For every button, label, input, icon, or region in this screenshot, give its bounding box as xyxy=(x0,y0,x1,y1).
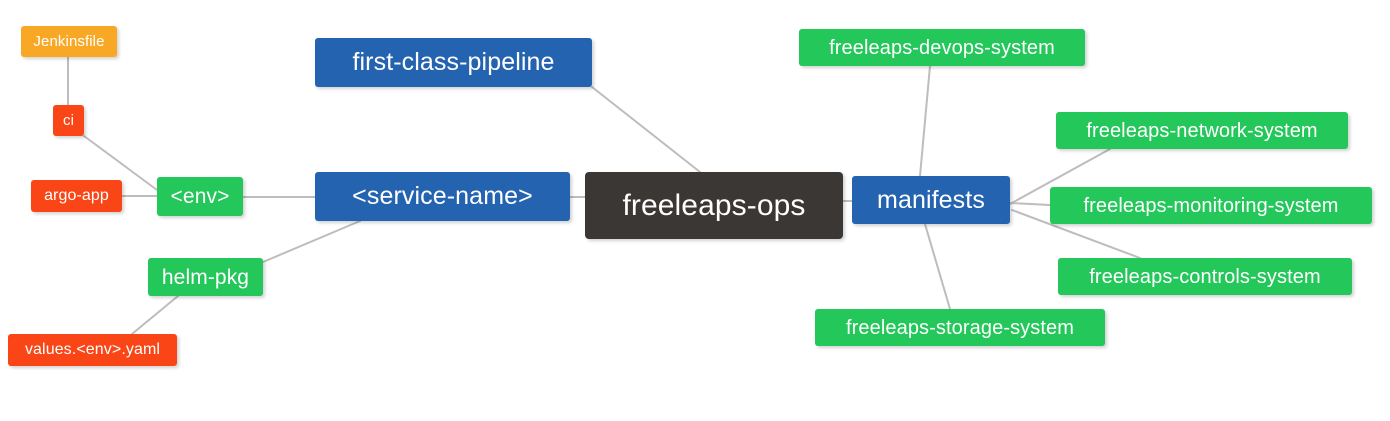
node-env[interactable]: <env> xyxy=(157,177,243,216)
edge-manifests-to-freeleaps-devops-system xyxy=(919,65,931,177)
node-freeleaps-devops-system[interactable]: freeleaps-devops-system xyxy=(799,29,1085,66)
node-freeleaps-monitoring-system[interactable]: freeleaps-monitoring-system xyxy=(1050,187,1372,224)
node-freeleaps-storage-system[interactable]: freeleaps-storage-system xyxy=(815,309,1105,346)
node-service-name[interactable]: <service-name> xyxy=(315,172,570,221)
edge-service-name-to-helm-pkg xyxy=(262,220,361,263)
node-first-class-pipeline[interactable]: first-class-pipeline xyxy=(315,38,592,87)
node-manifests[interactable]: manifests xyxy=(852,176,1010,224)
node-values-env-yaml[interactable]: values.<env>.yaml xyxy=(8,334,177,366)
edge-manifests-to-freeleaps-monitoring-system xyxy=(1009,202,1051,206)
edge-helm-pkg-to-values-env-yaml xyxy=(131,295,179,335)
node-jenkinsfile[interactable]: Jenkinsfile xyxy=(21,26,117,57)
node-argo-app[interactable]: argo-app xyxy=(31,180,122,212)
node-helm-pkg[interactable]: helm-pkg xyxy=(148,258,263,296)
node-freeleaps-network-system[interactable]: freeleaps-network-system xyxy=(1056,112,1348,149)
edge-manifests-to-freeleaps-storage-system xyxy=(924,223,951,310)
node-freeleaps-ops[interactable]: freeleaps-ops xyxy=(585,172,843,239)
node-ci[interactable]: ci xyxy=(53,105,84,136)
edge-freeleaps-ops-to-first-class-pipeline xyxy=(591,86,701,173)
node-freeleaps-controls-system[interactable]: freeleaps-controls-system xyxy=(1058,258,1352,295)
